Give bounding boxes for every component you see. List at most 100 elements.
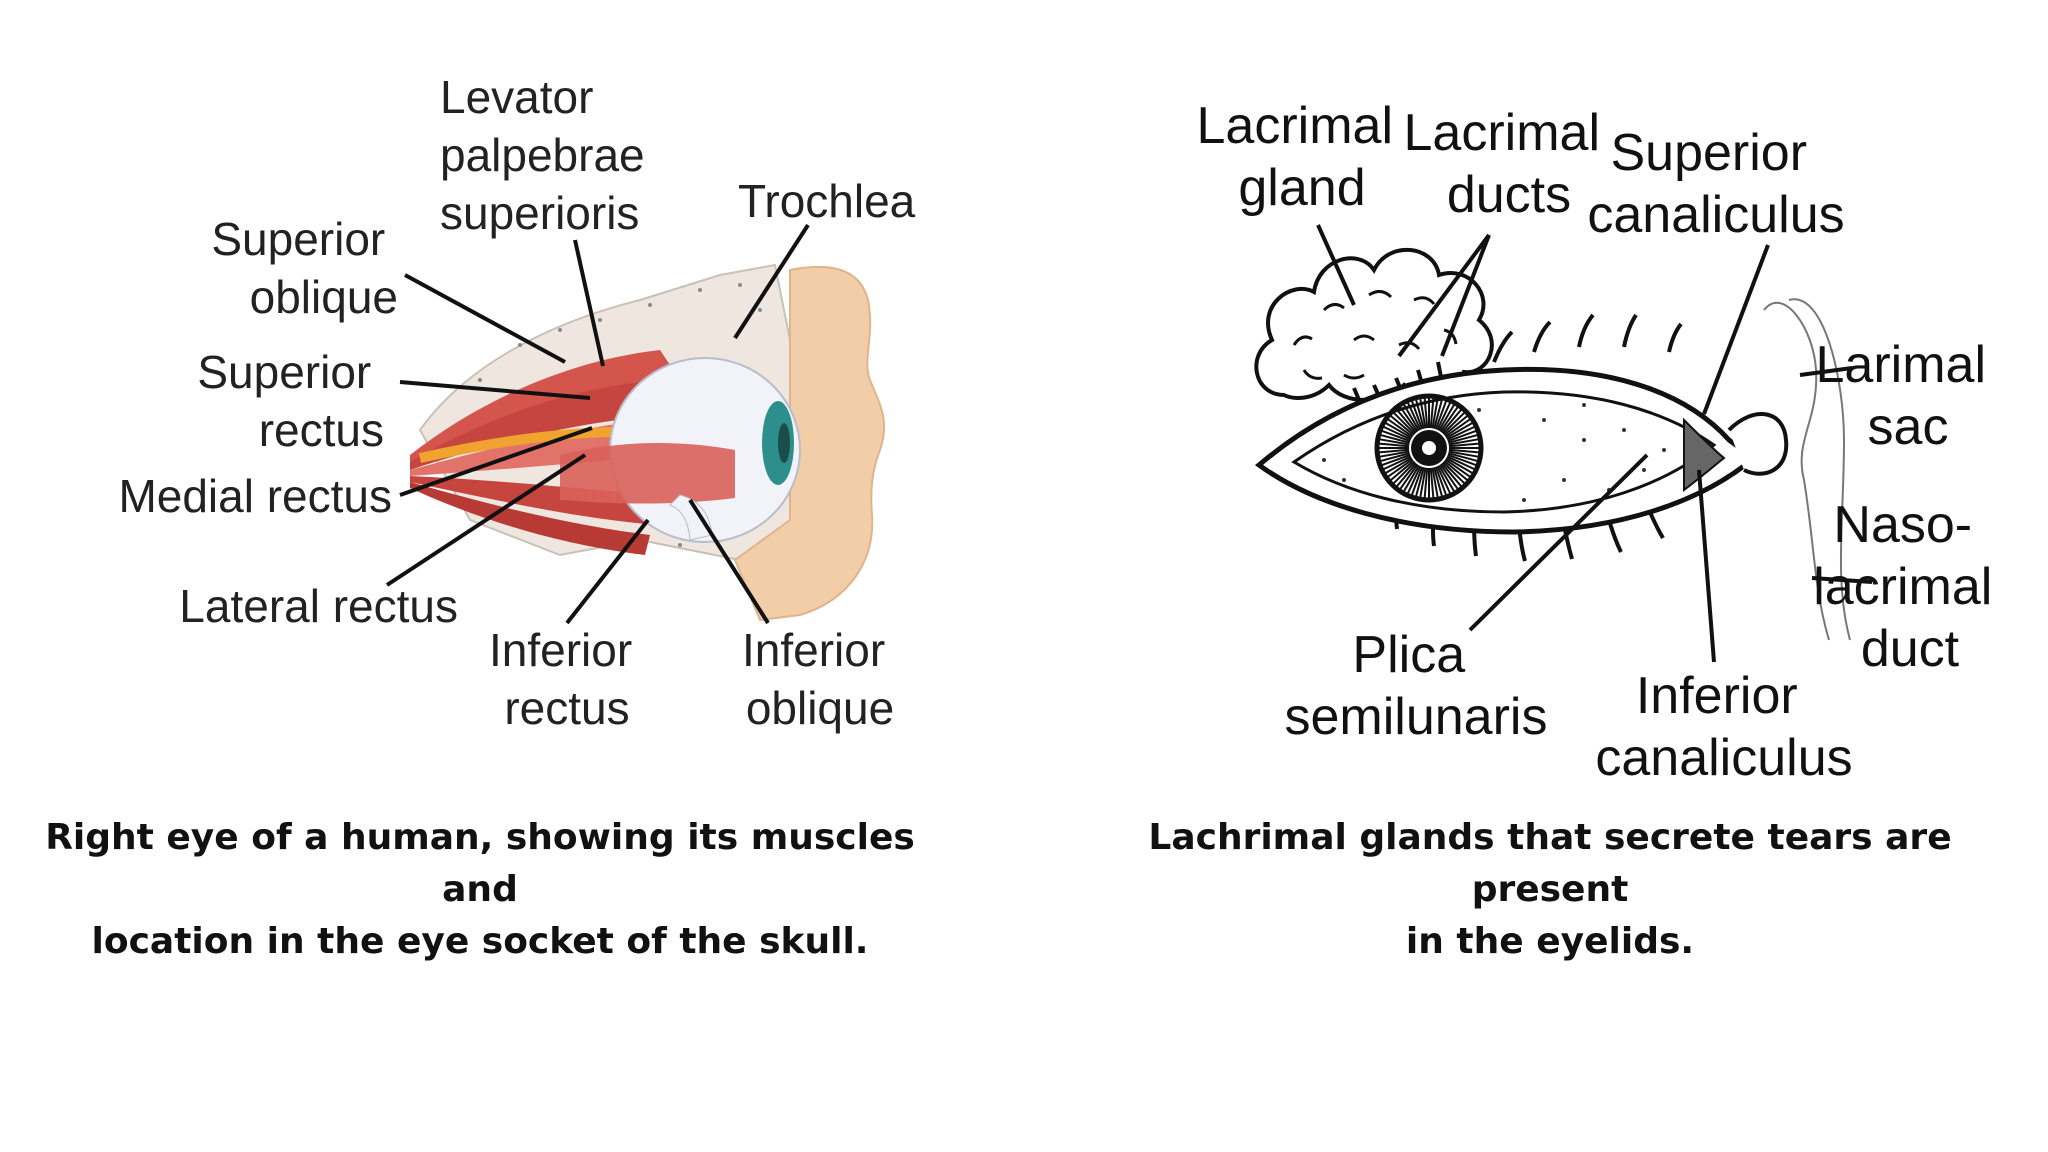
iris-fiber bbox=[1383, 455, 1412, 471]
iris-fiber bbox=[1446, 425, 1475, 441]
iris-fiber bbox=[1433, 467, 1443, 497]
iris-fiber bbox=[1387, 458, 1414, 478]
label-superior-canaliculus: Superior canaliculus bbox=[1587, 124, 1844, 244]
leader-lines-right bbox=[1316, 224, 1873, 663]
iris-fiber bbox=[1379, 450, 1410, 458]
iris-fiber bbox=[1381, 429, 1411, 443]
iris-fiber bbox=[1441, 462, 1462, 487]
iris-fiber bbox=[1379, 438, 1410, 446]
lacrimal-apparatus-diagram: Lacrimal gland Lacrimal ducts Superior c… bbox=[1197, 97, 2007, 787]
caption-left-line: location in the eye socket of the skull. bbox=[91, 921, 869, 962]
eye-muscles-diagram: Levator palpebrae superioris Trochlea Su… bbox=[118, 71, 916, 734]
iris-fiber bbox=[1439, 463, 1459, 490]
iris-fiber bbox=[1379, 442, 1410, 448]
iris-fiber bbox=[1431, 467, 1439, 498]
iris-fiber bbox=[1410, 466, 1424, 496]
label-nasolacrimal-duct: Naso- lacrimal duct bbox=[1813, 496, 2007, 678]
iris-fiber bbox=[1445, 422, 1473, 439]
label-inferior-oblique: Inferior oblique bbox=[742, 624, 898, 734]
iris-outline bbox=[1374, 393, 1484, 503]
iris-fiber bbox=[1403, 404, 1420, 432]
iris-fiber bbox=[1410, 400, 1424, 430]
lacrimal-caruncle bbox=[1727, 412, 1789, 476]
iris-fiber bbox=[1396, 462, 1417, 487]
iris-fiber bbox=[1379, 448, 1410, 454]
iris-fiber bbox=[1439, 406, 1459, 433]
iris-fiber bbox=[1380, 434, 1410, 444]
label-inferior-rectus: Inferior rectus bbox=[489, 624, 645, 734]
iris-fiber bbox=[1419, 398, 1427, 429]
iris-fiber bbox=[1423, 467, 1429, 498]
iris-fiber bbox=[1385, 457, 1413, 474]
iris-fiber bbox=[1448, 442, 1479, 448]
iris-fiber bbox=[1403, 464, 1420, 492]
iris-fiber bbox=[1448, 452, 1478, 462]
iris-fiber bbox=[1443, 415, 1468, 436]
iris-fiber bbox=[1429, 467, 1435, 498]
iris-fiber bbox=[1385, 422, 1413, 439]
inferior-oblique-muscle bbox=[669, 494, 713, 541]
iris-fiber bbox=[1438, 404, 1455, 432]
iris-fiber bbox=[1396, 409, 1417, 434]
label-plica-semilunaris: Plica semilunaris bbox=[1285, 626, 1548, 746]
iris-fiber bbox=[1392, 411, 1416, 435]
iris-fiber bbox=[1442, 461, 1466, 485]
iris-fiber bbox=[1380, 452, 1410, 462]
iris-fiber bbox=[1448, 448, 1479, 454]
iris-fiber bbox=[1434, 400, 1448, 430]
iris-fiber bbox=[1406, 402, 1422, 431]
iris-fiber bbox=[1436, 465, 1452, 494]
pupil bbox=[778, 423, 790, 463]
iris-fiber bbox=[1444, 418, 1471, 438]
lateral-rectus-muscle bbox=[560, 443, 735, 504]
label-levator-palpebrae-superioris: Levator palpebrae superioris bbox=[440, 71, 657, 239]
iris-fiber bbox=[1433, 399, 1443, 429]
caption-right-line: Lachrimal glands that secrete tears are … bbox=[1148, 817, 1952, 910]
iris-fiber bbox=[1429, 398, 1435, 429]
iris-radial bbox=[1379, 398, 1479, 498]
iris-fiber bbox=[1423, 398, 1429, 429]
iris-fiber bbox=[1434, 466, 1448, 496]
label-lacrimal-ducts: Lacrimal ducts bbox=[1404, 104, 1615, 224]
nasolacrimal-duct-outline bbox=[1788, 298, 1851, 641]
iris-fiber bbox=[1447, 453, 1477, 467]
iris-fiber bbox=[1441, 409, 1462, 434]
caption-left-line: Right eye of a human, showing its muscle… bbox=[45, 817, 915, 910]
iris-fiber bbox=[1399, 463, 1419, 490]
iris-fiber bbox=[1447, 429, 1477, 443]
eye-muscles-figure: Levator palpebrae superioris Trochlea Su… bbox=[20, 71, 940, 968]
iris-fiber bbox=[1438, 464, 1455, 492]
label-trochlea: Trochlea bbox=[738, 175, 916, 227]
face-skin bbox=[733, 265, 886, 622]
iris-fiber bbox=[1390, 415, 1415, 436]
iris-fiber bbox=[1415, 467, 1425, 497]
iris-fiber bbox=[1390, 460, 1415, 481]
iris-fiber bbox=[1419, 467, 1427, 498]
iris-fiber bbox=[1448, 438, 1479, 446]
label-superior-oblique: Superior oblique bbox=[211, 213, 398, 323]
iris-fiber bbox=[1446, 455, 1475, 471]
gland-lobule-strokes bbox=[1292, 290, 1458, 380]
label-inferior-canaliculus: Inferior canaliculus bbox=[1595, 667, 1852, 787]
iris-fiber bbox=[1431, 398, 1439, 429]
iris-fiber bbox=[1399, 406, 1419, 433]
iris-fiber bbox=[1387, 418, 1414, 438]
caption-right-line: in the eyelids. bbox=[1405, 921, 1695, 962]
iris-fiber bbox=[1381, 453, 1411, 467]
lacrimal-apparatus-figure: Lacrimal gland Lacrimal ducts Superior c… bbox=[1024, 0, 2048, 1152]
label-lateral-rectus: Lateral rectus bbox=[179, 580, 458, 632]
iris-fiber bbox=[1445, 457, 1473, 474]
label-superior-rectus: Superior rectus bbox=[197, 346, 384, 456]
iris-fiber bbox=[1442, 411, 1466, 435]
iris-fiber bbox=[1415, 399, 1425, 429]
leader-lines bbox=[385, 223, 810, 625]
label-lacrimal-gland: Lacrimal gland bbox=[1197, 97, 1408, 217]
caption-left: Right eye of a human, showing its muscle… bbox=[20, 812, 940, 968]
plica-semilunaris bbox=[1683, 417, 1726, 493]
iris-fiber bbox=[1448, 434, 1478, 444]
iris-fiber bbox=[1383, 425, 1412, 441]
pupil-highlight bbox=[1422, 441, 1436, 455]
iris-fiber bbox=[1392, 461, 1416, 485]
label-larimal-sac: Larimal sac bbox=[1816, 336, 2001, 456]
caption-right: Lachrimal glands that secrete tears are … bbox=[1090, 812, 2010, 968]
